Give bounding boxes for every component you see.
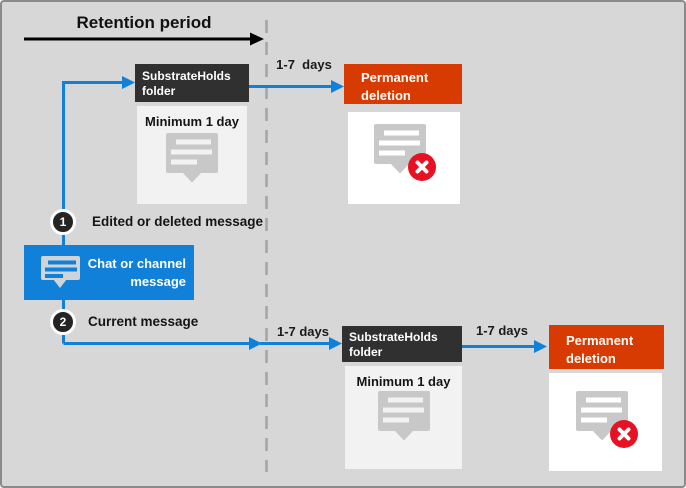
bottom-mid-arrowhead [249,337,262,350]
permanent-deletion-label: Permanent deletion [361,70,429,103]
minimum-duration-label: Minimum 1 day [356,374,451,389]
substrateholds-folder-box-bottom: SubstrateHolds folder [342,326,462,362]
chat-or-channel-message-box: Chat or channel message [24,245,194,300]
step-1-number: 1 [59,215,67,229]
deleted-message-panel-bottom [549,373,662,471]
timeline-arrow [24,32,264,46]
substrateholds-folder-box-top: SubstrateHolds folder [135,64,249,102]
top-elbow-arrowhead [122,76,135,89]
substrateholds-folder-label: SubstrateHolds folder [349,330,438,359]
bottom-substrate-arrowhead [329,337,342,350]
minimum-duration-label: Minimum 1 day [145,114,239,129]
chat-message-icon [41,256,80,288]
step-1-label: Edited or deleted message [92,214,264,229]
bottom-deletion-arrowhead [534,340,547,353]
substrateholds-panel-bottom: Minimum 1 day [345,366,462,469]
top-days-label: 1-7 days [276,57,332,72]
step-2-number: 2 [59,315,67,329]
substrateholds-panel-top: Minimum 1 day [137,106,247,204]
bottom-days-label-1: 1-7 days [276,324,330,339]
top-deletion-arrowhead [331,80,344,93]
chat-or-channel-message-label: Chat or channel message [87,255,186,289]
permanent-deletion-label: Permanent deletion [566,333,634,366]
retention-period-title: Retention period [76,13,212,32]
substrateholds-folder-label: SubstrateHolds folder [142,69,231,98]
permanent-deletion-box-bottom: Permanent deletion [549,325,664,369]
deleted-message-panel-top [348,112,460,204]
deleted-message-icon [575,391,638,448]
step-2-badge: 2 [50,309,76,335]
deleted-message-icon [374,124,436,181]
bottom-days-label-2: 1-7 days [475,323,529,338]
flow-connectors [62,76,547,353]
permanent-deletion-box-top: Permanent deletion [344,64,462,104]
step-2-label: Current message [88,314,199,329]
message-icon [377,391,430,441]
step-1-badge: 1 [50,209,76,235]
message-icon [166,133,218,183]
